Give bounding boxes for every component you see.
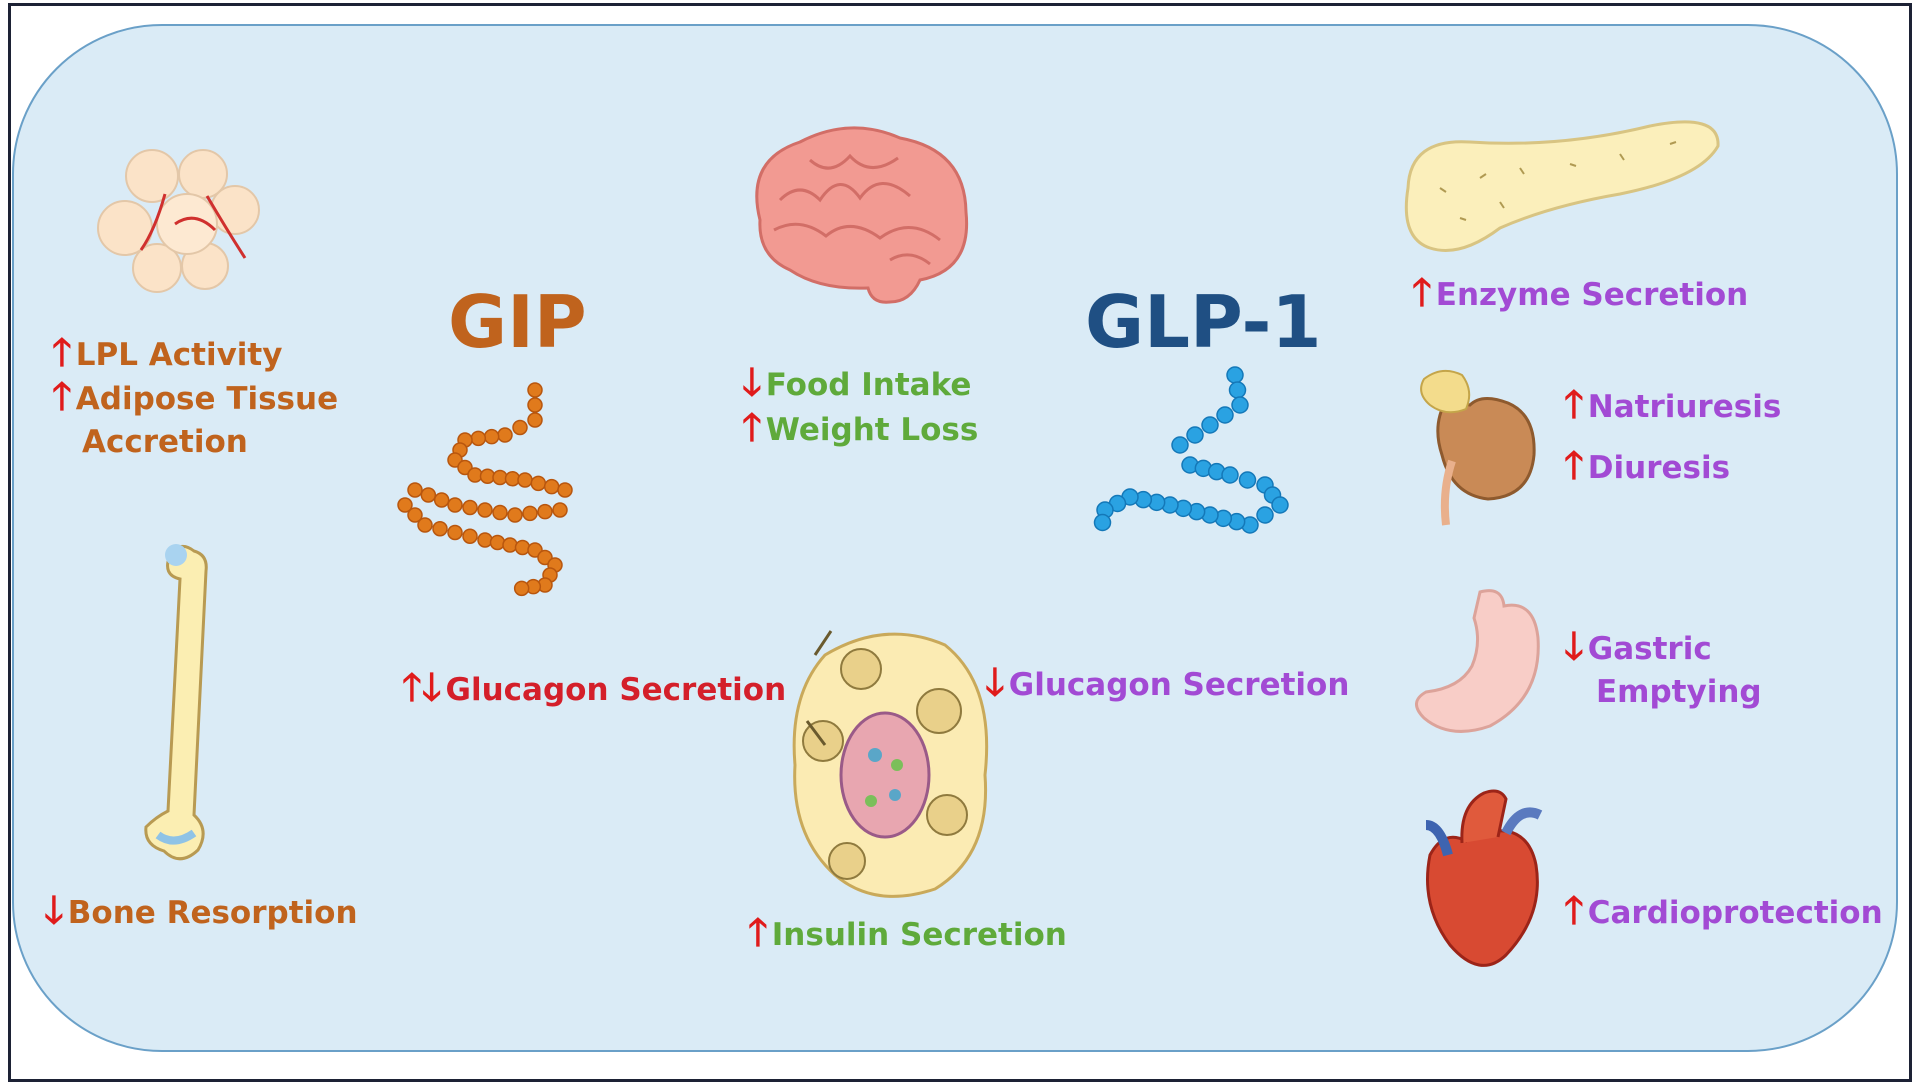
fat-cells-icon (95, 140, 265, 300)
glp1-title: GLP-1 (1085, 282, 1321, 362)
down-arrow-icon: 🡓 (742, 360, 762, 404)
kidney-icon (1412, 365, 1542, 525)
heart-icon (1410, 785, 1550, 980)
pancreas-icon (1400, 118, 1730, 263)
stomach-icon (1410, 588, 1550, 738)
up-arrow-icon: 🡑 (742, 405, 762, 449)
bone-resorption-label: 🡓Bone Resorption (44, 888, 358, 935)
accretion-label: Accretion (82, 420, 248, 464)
gip-title: GIP (448, 282, 587, 362)
gip-glucagon-label: 🡑🡓Glucagon Secretion (402, 665, 786, 712)
gip-peptide-chain-icon (395, 380, 595, 600)
brain-icon (740, 120, 975, 310)
up-arrow-icon: 🡑 (52, 330, 72, 374)
up-arrow-icon: 🡑 (1564, 382, 1584, 426)
bone-icon (130, 535, 240, 870)
down-arrow-icon: 🡓 (985, 660, 1005, 704)
up-arrow-icon: 🡑 (1412, 270, 1432, 314)
insulin-secretion-label: 🡑Insulin Secretion (748, 910, 1067, 957)
gastric-label: 🡓Gastric (1564, 624, 1712, 671)
up-arrow-icon: 🡑 (1564, 888, 1584, 932)
up-arrow-icon: 🡑 (748, 910, 768, 954)
pancreatic-islet-icon (785, 625, 995, 905)
cardioprotection-label: 🡑Cardioprotection (1564, 888, 1883, 935)
down-arrow-icon: 🡓 (44, 888, 64, 932)
down-arrow-icon: 🡓 (1564, 624, 1584, 668)
emptying-label: Emptying (1596, 670, 1762, 714)
weight-loss-label: 🡑Weight Loss (742, 405, 978, 452)
up-arrow-icon: 🡑 (402, 665, 422, 709)
glp1-peptide-chain-icon (1080, 365, 1300, 545)
glp1-glucagon-label: 🡓Glucagon Secretion (985, 660, 1349, 707)
adipose-tissue-label: 🡑Adipose Tissue (52, 374, 338, 421)
natriuresis-label: 🡑Natriuresis (1564, 382, 1781, 429)
up-arrow-icon: 🡑 (1564, 443, 1584, 487)
up-arrow-icon: 🡑 (52, 374, 72, 418)
down-arrow-icon: 🡓 (422, 665, 442, 709)
food-intake-label: 🡓Food Intake (742, 360, 971, 407)
lpl-activity-label: 🡑LPL Activity (52, 330, 282, 377)
enzyme-secretion-label: 🡑Enzyme Secretion (1412, 270, 1748, 317)
diuresis-label: 🡑Diuresis (1564, 443, 1730, 490)
